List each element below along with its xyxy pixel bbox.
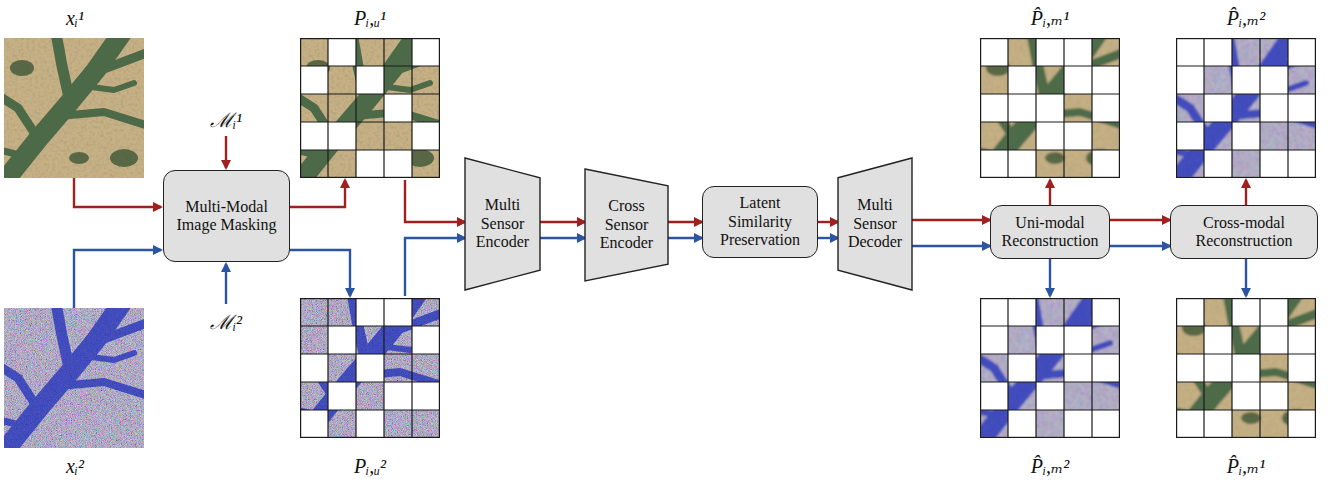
patch-grid [1171,33,1321,188]
output-arrow [1049,259,1051,296]
connector-line [405,238,465,296]
output-arrow [1245,180,1247,205]
math-label: P̂ᵢ,ₘ¹ [1227,454,1266,478]
flow-connector [540,222,585,223]
node-label: Uni-modal Reconstruction [991,214,1109,251]
process-box: Latent Similarity Preservation [702,186,818,258]
math-label: xᵢ¹ [66,6,84,30]
flow-connector [1110,220,1170,221]
connector-line [912,245,990,247]
encoder-trapezoid: Cross Sensor Encoder [585,169,668,281]
math-label: P̂ᵢ,ₘ² [1227,6,1266,30]
math-label: ℳᵢ¹ [210,108,242,132]
process-box: Multi-Modal Image Masking [163,170,290,262]
math-label: P̂ᵢ,ₘ¹ [1031,6,1070,30]
trapezoid-shape [838,158,912,290]
output-arrow [1245,259,1247,296]
connector-line [668,221,702,223]
flow-connector [818,238,838,239]
mask-arrow [225,136,227,168]
flow-connector [668,238,702,239]
flow-connector [290,238,465,296]
optical-image [0,33,149,188]
trapezoid-shape [585,169,668,281]
input-arrow [74,250,161,308]
output-arrow [1049,180,1051,205]
node-label: Multi Sensor Decoder [838,196,912,251]
math-label: Pᵢ,ᵤ² [354,454,386,478]
connector-line [668,237,702,239]
connector-line [912,219,990,221]
patch-grid [975,293,1125,448]
math-label: Pᵢ,ᵤ¹ [354,6,386,30]
node-label: Cross-modal Reconstruction [1171,214,1317,251]
flow-connector [912,220,990,221]
flow-connector [1110,246,1170,247]
connector-line [1110,245,1170,247]
process-box: Uni-modal Reconstruction [990,205,1110,259]
input-arrow [74,178,161,207]
node-label: Latent Similarity Preservation [703,194,817,249]
flow-connector [912,246,990,247]
patch-grid [975,33,1125,188]
flow-connector [668,222,702,223]
flow-connector [290,180,465,222]
connector-line [405,180,465,222]
encoder-trapezoid: Multi Sensor Encoder [465,158,540,290]
connector-line [1110,219,1170,221]
node-label: Cross Sensor Encoder [585,197,668,252]
connector-line [290,180,345,207]
radar-image [0,303,149,458]
connector-line [540,221,585,223]
flow-arrows [74,136,1246,308]
trapezoid-shape [465,158,540,290]
node-label: Multi-Modal Image Masking [164,198,289,235]
flow-connector [818,222,838,223]
math-label: P̂ᵢ,ₘ² [1031,454,1070,478]
patch-grid [295,293,445,448]
connector-line [818,221,838,223]
connector-line [290,250,350,296]
connector-line [540,237,585,239]
flow-connector [540,238,585,239]
math-label: ℳᵢ² [210,310,242,334]
patch-grid [1171,293,1321,448]
mask-arrow [225,264,227,304]
process-box: Cross-modal Reconstruction [1170,205,1318,259]
connector-line [818,237,838,239]
decoder-trapezoid: Multi Sensor Decoder [838,158,912,290]
node-label: Multi Sensor Encoder [465,196,540,251]
patch-grid [295,33,445,188]
math-label: xᵢ² [66,454,84,478]
